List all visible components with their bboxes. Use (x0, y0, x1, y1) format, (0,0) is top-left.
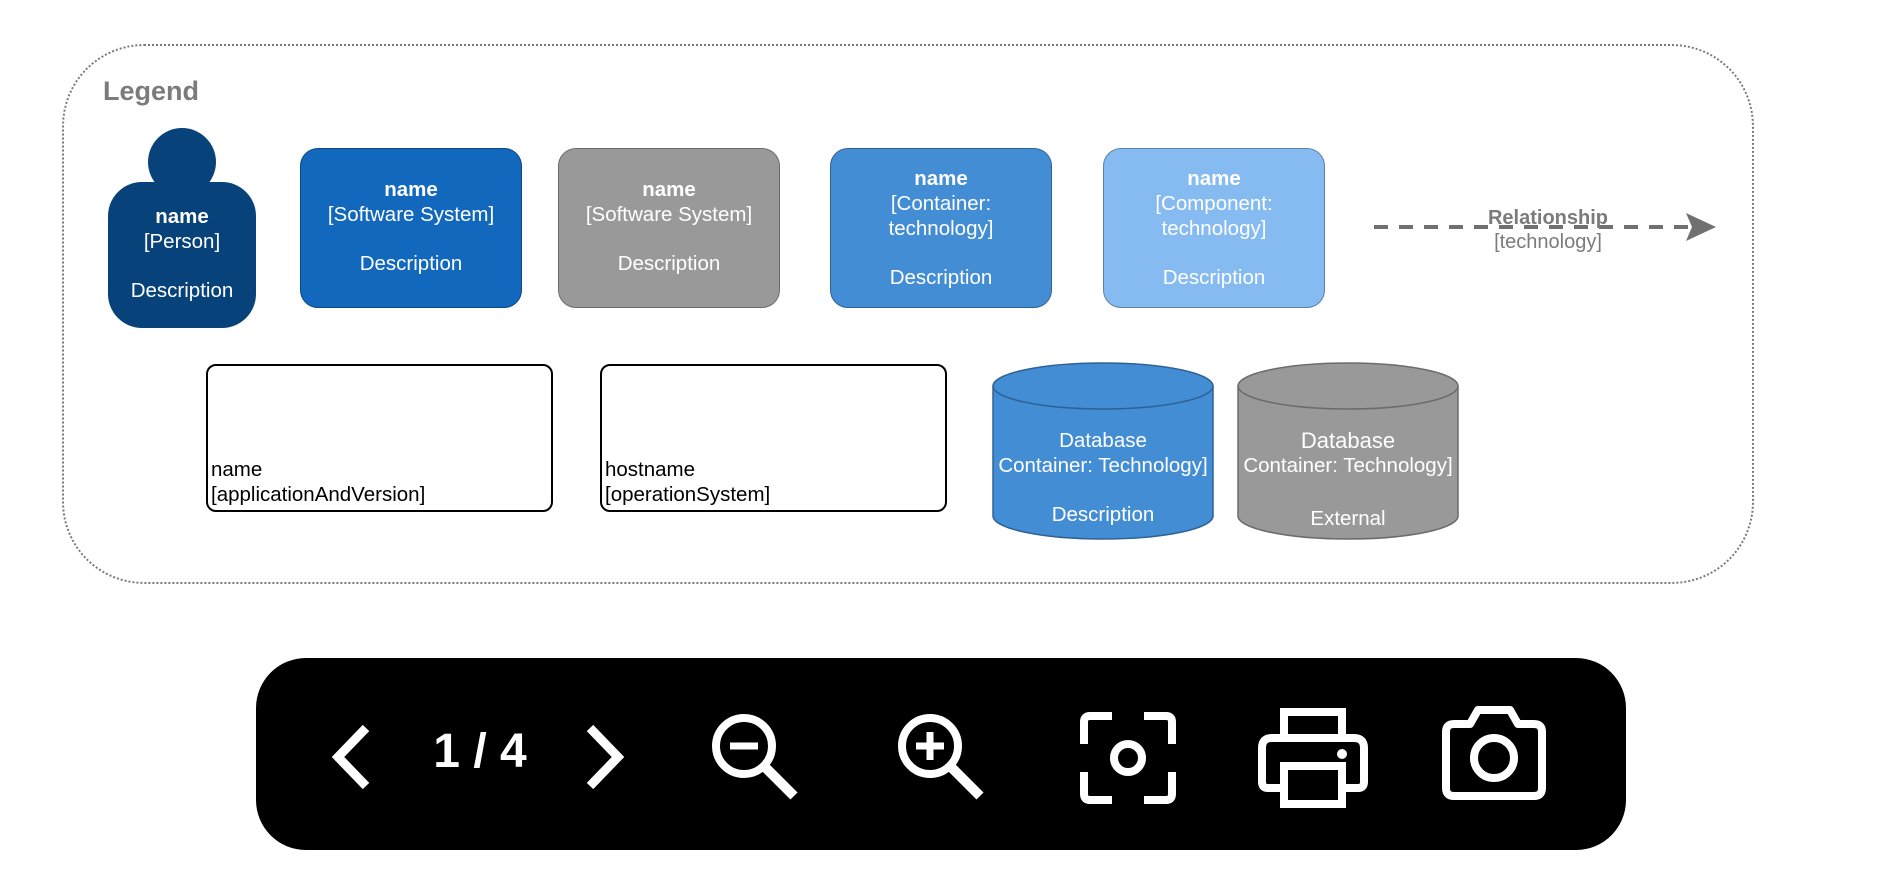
page-indicator: 1 / 4 (433, 725, 527, 778)
relationship-arrow (1374, 213, 1716, 241)
database-name: Database (1059, 429, 1147, 452)
infrastructure-node-name: hostname (605, 458, 696, 481)
chevron-left-icon[interactable] (326, 722, 376, 792)
database-cylinder: Database Container: Technology] Descript… (992, 362, 1214, 540)
person-shape: name [Person] Description (108, 182, 256, 328)
camera-icon[interactable] (1440, 702, 1548, 804)
deployment-node-type: [applicationAndVersion] (211, 483, 426, 506)
external-system-box: name [Software System] Description (558, 148, 780, 308)
container-description: Description (889, 266, 993, 289)
zoom-in-icon[interactable] (892, 708, 992, 808)
component-type-line1: [Component: (1155, 192, 1273, 215)
relationship-technology: [technology] (1494, 231, 1602, 253)
deployment-node-name: name (211, 458, 263, 481)
zoom-out-icon[interactable] (706, 708, 806, 808)
external-database-type: Container: Technology] (1243, 454, 1453, 477)
person-name: name (155, 205, 209, 228)
person-type: [Person] (143, 230, 221, 253)
component-name: name (1187, 167, 1241, 190)
external-database-name: Database (1300, 428, 1396, 453)
component-box: name [Component: technology] Description (1103, 148, 1325, 308)
external-system-name: name (642, 178, 696, 201)
database-description: Description (1051, 503, 1155, 526)
relationship-label-group: Relationship [technology] (1448, 206, 1648, 254)
external-system-type: [Software System] (585, 203, 753, 226)
software-system-type: [Software System] (327, 203, 495, 226)
container-name: name (914, 167, 968, 190)
container-type-line2: technology] (888, 217, 994, 240)
component-type-line2: technology] (1161, 217, 1267, 240)
container-type-line1: [Container: (890, 192, 992, 215)
external-database-description: External (1310, 507, 1386, 530)
print-icon[interactable] (1258, 708, 1368, 808)
person-description: Description (130, 279, 234, 302)
infrastructure-node-type: [operationSystem] (605, 483, 771, 506)
external-database-cylinder: Database Container: Technology] External (1237, 362, 1459, 540)
database-type: Container: Technology] (998, 454, 1208, 477)
relationship-label: Relationship (1487, 207, 1608, 229)
infrastructure-node-box: hostname [operationSystem] (600, 364, 947, 512)
software-system-name: name (384, 178, 438, 201)
deployment-node-box: name [applicationAndVersion] (206, 364, 553, 512)
software-system-box: name [Software System] Description (300, 148, 522, 308)
viewer-toolbar (256, 658, 1626, 850)
legend-title: Legend (103, 76, 200, 106)
external-system-description: Description (617, 252, 721, 275)
container-box: name [Container: technology] Description (830, 148, 1052, 308)
software-system-description: Description (359, 252, 463, 275)
legend-frame (62, 44, 1754, 584)
focus-icon[interactable] (1078, 710, 1178, 806)
component-description: Description (1162, 266, 1266, 289)
chevron-right-icon[interactable] (580, 722, 630, 792)
